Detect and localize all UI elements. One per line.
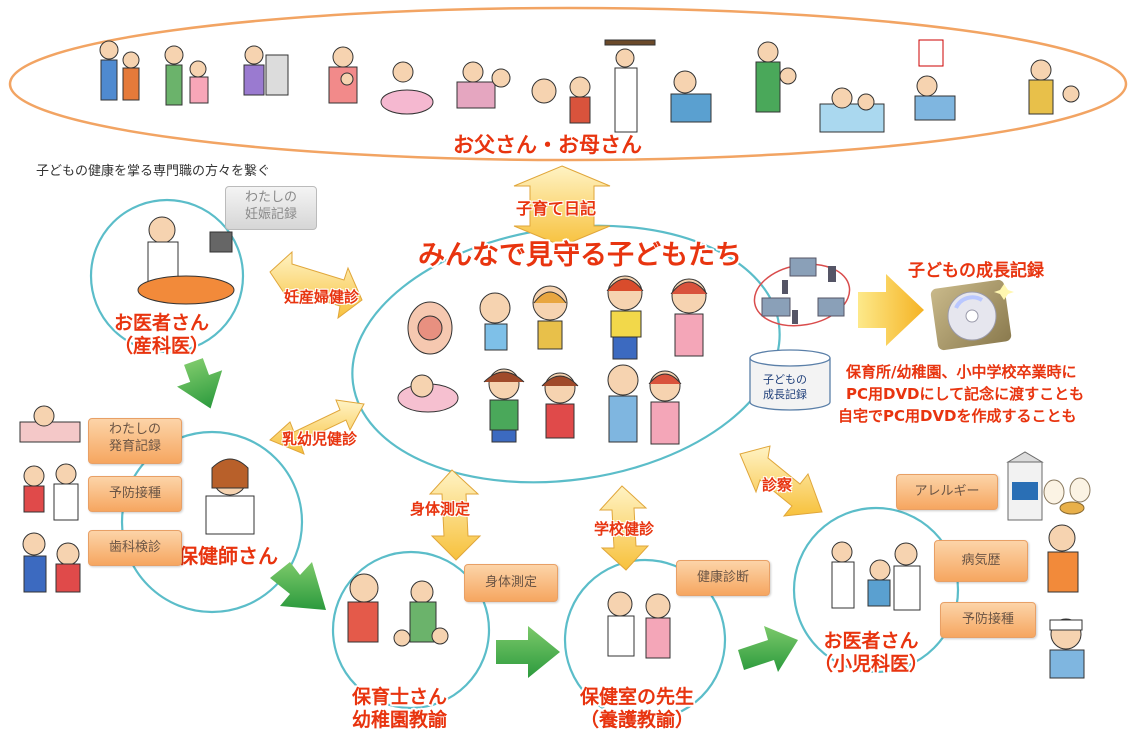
body-measurement-arrow (428, 469, 482, 561)
consultation-arrow (739, 445, 823, 517)
green-arrow-right-1 (496, 626, 560, 678)
pediatrician-name: お医者さん（小児科医） (814, 630, 929, 675)
vaccination2-box: 予防接種 (940, 602, 1036, 638)
dvd-icon (930, 279, 1014, 351)
role-illustrations (19, 216, 1085, 679)
health-nurse-name: 保健師さん (178, 544, 278, 568)
body-measurement-label: 身体測定 (410, 500, 471, 518)
prenatal-checkup-label: 妊産婦健診 (284, 288, 360, 306)
consultation-label: 診察 (762, 476, 793, 494)
diary-arrow (513, 165, 611, 247)
record-cylinder-line1: 子どもの (763, 373, 807, 386)
medical-history-box: 病気歴 (934, 540, 1028, 582)
green-arrow-down (177, 358, 223, 409)
record-cylinder-line2: 成長記録 (763, 388, 807, 401)
health-checkup-box: 健康診断 (676, 560, 770, 596)
allergy-box: アレルギー (896, 474, 998, 510)
nursery-circle (331, 550, 491, 710)
growth-record-arrow (858, 274, 924, 346)
diary-label: 子育て日記 (516, 199, 597, 218)
network-icon (753, 257, 851, 327)
children-illustrations (397, 275, 708, 445)
school-nurse-name: 保健室の先生（養護教諭） (580, 686, 695, 731)
growth-record-line2: PC用DVDにして記念に渡すことも (846, 385, 1085, 403)
parents-label: お父さん・お母さん (453, 133, 642, 157)
body-measurement-box: 身体測定 (464, 564, 558, 602)
obstetrician-name: お医者さん（産科医） (114, 312, 210, 357)
growth-record-line1: 保育所/幼稚園、小中学校卒業時に (846, 363, 1077, 381)
green-arrow-right-2 (738, 626, 798, 672)
school-checkup-label: 学校健診 (594, 520, 655, 538)
center-title: みんなで見守る子どもたち (418, 240, 742, 271)
prenatal-arrow (269, 250, 363, 320)
subtitle: 子どもの健康を掌る専門職の方々を繋ぐ (36, 164, 271, 179)
school-nurse-circle (563, 558, 727, 722)
milk-carton-icon (1006, 451, 1044, 521)
parents-illustrations (99, 39, 1080, 133)
growth-record-box: わたしの発育記録 (88, 418, 182, 464)
eggs-icon (1043, 477, 1091, 515)
obstetrician-circle (89, 198, 245, 354)
infant-checkup-label: 乳幼児健診 (282, 430, 358, 448)
vaccination-box: 予防接種 (88, 476, 182, 512)
pediatrician-circle (792, 506, 960, 674)
record-cylinder (749, 349, 831, 411)
growth-record-line3: 自宅でPC用DVDを作成することも (838, 407, 1077, 425)
health-nurse-circle (120, 430, 304, 614)
green-arrow-down-right (270, 562, 326, 610)
infant-arrow (269, 399, 365, 455)
pregnancy-record-box: わたしの妊娠記録 (225, 186, 317, 230)
growth-record-title: 子どもの成長記録 (908, 261, 1044, 281)
nursery-name: 保育士さん幼稚園教諭 (352, 686, 448, 731)
dental-checkup-box: 歯科検診 (88, 530, 182, 566)
school-checkup-arrow (598, 485, 650, 571)
